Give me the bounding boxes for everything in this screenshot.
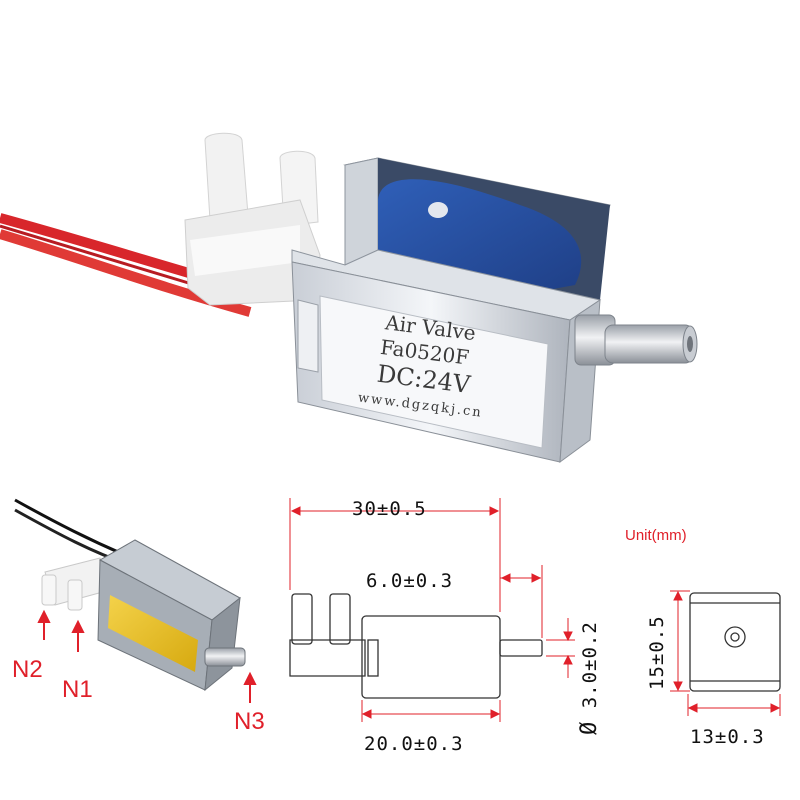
output-pin: [574, 314, 698, 366]
valve-body: [291, 157, 611, 464]
dimension-lines: [289, 498, 575, 722]
port-label-n1: N1: [62, 676, 93, 703]
diameter-symbol: Ø: [577, 720, 602, 735]
dim-body-length: 20.0±0.3: [364, 733, 464, 755]
dim-total-length: 30±0.5: [352, 498, 427, 520]
dim-nozzle-length: 6.0±0.3: [366, 570, 454, 592]
dim-height: 15±0.5: [646, 615, 668, 690]
dim-nozzle-diameter: 3.0±0.2: [579, 621, 601, 709]
dim-nozzle-diameter-group: Ø 3.0±0.2: [577, 621, 602, 735]
white-nozzles: [184, 132, 321, 306]
dim-width: 13±0.3: [690, 726, 765, 748]
small-valve-photo: [14, 498, 246, 692]
end-view-drawing: [689, 592, 781, 692]
unit-label: Unit(mm): [625, 527, 687, 544]
port-label-n2: N2: [12, 656, 43, 683]
end-view-dim-lines: [670, 590, 781, 716]
port-label-n3: N3: [234, 708, 265, 735]
port-arrows: [37, 609, 257, 703]
side-view-drawing: [289, 593, 543, 699]
